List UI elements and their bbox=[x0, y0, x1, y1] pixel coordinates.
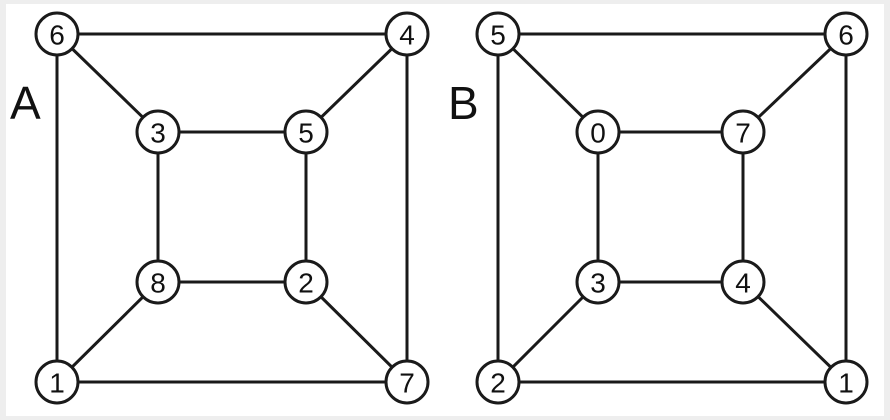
node-circle bbox=[283, 259, 329, 305]
node-circle bbox=[384, 359, 430, 405]
graph-label-a: A bbox=[10, 77, 41, 129]
node-circle bbox=[823, 359, 869, 405]
graph-b-node-tl: 5 bbox=[475, 11, 521, 57]
graph-a-node-br: 7 bbox=[384, 359, 430, 405]
nodes-layer: 6 4 3 5 8 2 1 7 5 6 0 7 3 4 2 1 bbox=[34, 11, 869, 405]
graph-b-edge-tl-itl bbox=[496, 32, 600, 134]
graph-a-node-ibr: 2 bbox=[283, 259, 329, 305]
node-circle bbox=[475, 359, 521, 405]
graph-b-node-itl: 0 bbox=[575, 109, 621, 155]
node-circle bbox=[823, 11, 869, 57]
node-label: 7 bbox=[735, 118, 751, 149]
graph-b-edge-tr-itr bbox=[741, 32, 848, 134]
node-circle bbox=[135, 259, 181, 305]
node-circle bbox=[575, 259, 621, 305]
graph-label-b: B bbox=[448, 77, 479, 129]
node-circle bbox=[384, 11, 430, 57]
diagram-panel bbox=[6, 4, 884, 416]
node-label: 2 bbox=[490, 368, 506, 399]
graph-a-node-tl: 6 bbox=[34, 11, 80, 57]
node-circle bbox=[34, 11, 80, 57]
graph-b-node-itr: 7 bbox=[720, 109, 766, 155]
graph-a-edge-tr-itr bbox=[304, 32, 409, 134]
graph-b-node-br: 1 bbox=[823, 359, 869, 405]
graph-a-node-tr: 4 bbox=[384, 11, 430, 57]
edges-layer bbox=[55, 32, 848, 384]
node-label: 4 bbox=[399, 20, 415, 51]
node-circle bbox=[283, 109, 329, 155]
graph-a-edge-tl-itl bbox=[55, 32, 160, 134]
node-label: 0 bbox=[590, 118, 606, 149]
node-circle bbox=[575, 109, 621, 155]
graph-b-node-ibl: 3 bbox=[575, 259, 621, 305]
node-circle bbox=[720, 259, 766, 305]
node-label: 3 bbox=[150, 118, 166, 149]
node-circle bbox=[720, 109, 766, 155]
graph-b-edge-br-ibr bbox=[741, 280, 848, 384]
node-circle bbox=[34, 359, 80, 405]
node-label: 7 bbox=[399, 368, 415, 399]
graph-b-node-tr: 6 bbox=[823, 11, 869, 57]
graph-b-node-bl: 2 bbox=[475, 359, 521, 405]
node-label: 3 bbox=[590, 268, 606, 299]
graph-a-edge-br-ibr bbox=[304, 280, 409, 384]
graph-a-node-ibl: 8 bbox=[135, 259, 181, 305]
node-label: 2 bbox=[298, 268, 314, 299]
node-label: 8 bbox=[150, 268, 166, 299]
graph-a-node-bl: 1 bbox=[34, 359, 80, 405]
node-label: 1 bbox=[49, 368, 65, 399]
graph-a-node-itr: 5 bbox=[283, 109, 329, 155]
labels-layer: A B bbox=[10, 77, 479, 129]
node-label: 4 bbox=[735, 268, 751, 299]
node-label: 1 bbox=[838, 368, 854, 399]
node-circle bbox=[135, 109, 181, 155]
graph-b-edge-bl-ibl bbox=[496, 280, 600, 384]
graph-a-edge-bl-ibl bbox=[55, 280, 160, 384]
node-label: 5 bbox=[298, 118, 314, 149]
node-label: 6 bbox=[49, 20, 65, 51]
node-label: 6 bbox=[838, 20, 854, 51]
graph-a-node-itl: 3 bbox=[135, 109, 181, 155]
node-label: 5 bbox=[490, 20, 506, 51]
graph-b-node-ibr: 4 bbox=[720, 259, 766, 305]
node-circle bbox=[475, 11, 521, 57]
